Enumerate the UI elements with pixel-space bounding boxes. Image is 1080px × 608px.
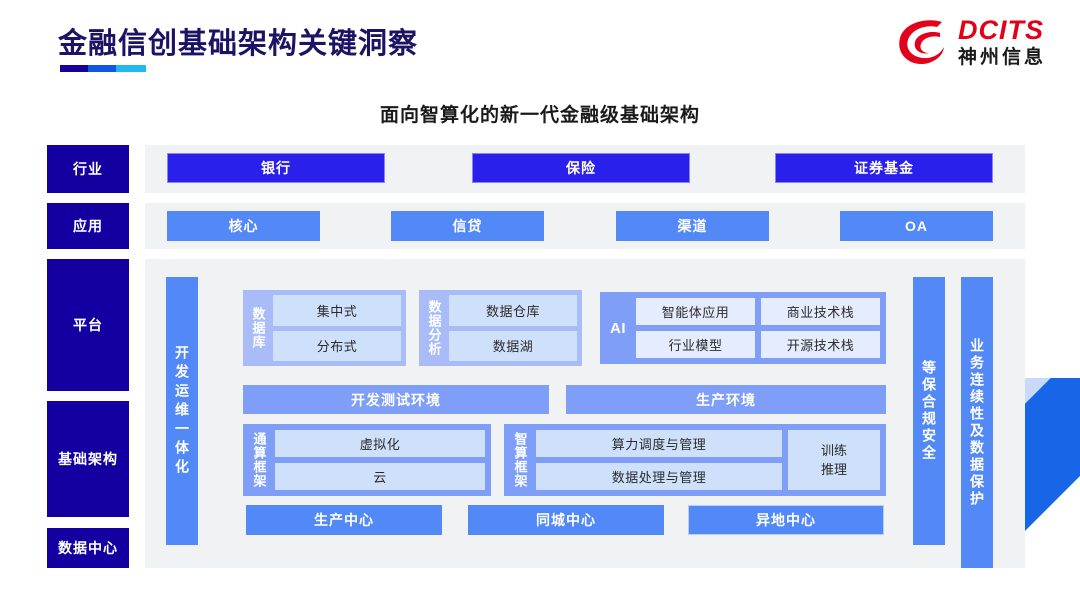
platform-group-database[interactable]: 数据库 集中式 分布式	[243, 290, 406, 366]
env-bar-production[interactable]: 生产环境	[566, 385, 886, 414]
group-label-database: 数据库	[250, 307, 266, 349]
dcits-swoosh-icon	[896, 16, 950, 68]
industry-item-bank[interactable]: 银行	[167, 153, 385, 183]
logo-text-cn: 神州信息	[957, 47, 1046, 68]
general-framework-cell-cloud[interactable]: 云	[275, 463, 485, 490]
page-title: 金融信创基础架构关键洞察	[58, 28, 419, 60]
group-label-data-analytics: 数据分析	[426, 300, 442, 356]
ai-cell-industry-model[interactable]: 行业模型	[636, 331, 755, 358]
datacenter-item-same-city[interactable]: 同城中心	[468, 505, 664, 535]
layer-label-industry: 行业	[47, 145, 129, 193]
devops-vertical-bar[interactable]: 开发运维一体化	[166, 277, 198, 545]
layer-label-platform: 平台	[47, 259, 129, 391]
right-bar-compliance-security[interactable]: 等保合规安全	[913, 277, 945, 545]
ai-cell-opensource-tech-stack[interactable]: 开源技术栈	[761, 331, 880, 358]
train-label: 训练	[820, 442, 847, 458]
logo-text-en: DCITS	[957, 15, 1044, 45]
industry-item-insurance[interactable]: 保险	[472, 153, 690, 183]
intelligent-framework-cell-compute-scheduling[interactable]: 算力调度与管理	[536, 430, 782, 457]
framework-general-computing[interactable]: 通算框架 虚拟化 云	[243, 424, 491, 496]
dcits-logo: DCITS 神州信息	[896, 16, 1046, 68]
right-bar-business-continuity[interactable]: 业务连续性及数据保护	[961, 277, 993, 568]
infer-label: 推理	[820, 462, 847, 477]
application-item-core[interactable]: 核心	[167, 211, 320, 241]
ai-cell-agent-application[interactable]: 智能体应用	[636, 298, 755, 325]
datacenter-item-remote[interactable]: 异地中心	[688, 505, 884, 535]
title-underline-rule	[60, 65, 146, 72]
framework-intelligent-computing[interactable]: 智算框架 算力调度与管理 数据处理与管理 训练 推理	[504, 424, 886, 496]
industry-item-securities-fund[interactable]: 证券基金	[775, 153, 993, 183]
framework-label-intelligent-computing: 智算框架	[512, 432, 528, 488]
env-bar-dev-test[interactable]: 开发测试环境	[243, 385, 549, 414]
layer-label-datacenter: 数据中心	[47, 528, 129, 568]
framework-label-general-computing: 通算框架	[251, 432, 267, 488]
ai-cell-commercial-tech-stack[interactable]: 商业技术栈	[761, 298, 880, 325]
layer-label-application: 应用	[47, 203, 129, 249]
database-cell-centralized[interactable]: 集中式	[273, 295, 401, 326]
application-item-channel[interactable]: 渠道	[616, 211, 769, 241]
analytics-cell-data-warehouse[interactable]: 数据仓库	[449, 295, 577, 326]
intelligent-framework-cell-data-processing[interactable]: 数据处理与管理	[536, 463, 782, 490]
layer-label-infrastructure: 基础架构	[47, 401, 129, 517]
general-framework-cell-virtualization[interactable]: 虚拟化	[275, 430, 485, 457]
application-item-credit[interactable]: 信贷	[391, 211, 544, 241]
platform-group-data-analytics[interactable]: 数据分析 数据仓库 数据湖	[419, 290, 582, 366]
datacenter-item-production[interactable]: 生产中心	[246, 505, 442, 535]
analytics-cell-data-lake[interactable]: 数据湖	[449, 330, 577, 361]
group-label-ai: AI	[610, 319, 626, 337]
intelligent-framework-cell-train-infer[interactable]: 训练 推理	[788, 430, 880, 490]
diagram-subtitle: 面向智算化的新一代金融级基础架构	[379, 105, 700, 126]
database-cell-distributed[interactable]: 分布式	[273, 330, 401, 361]
application-item-oa[interactable]: OA	[840, 211, 993, 241]
platform-group-ai[interactable]: AI 智能体应用 商业技术栈 行业模型 开源技术栈	[600, 292, 886, 364]
